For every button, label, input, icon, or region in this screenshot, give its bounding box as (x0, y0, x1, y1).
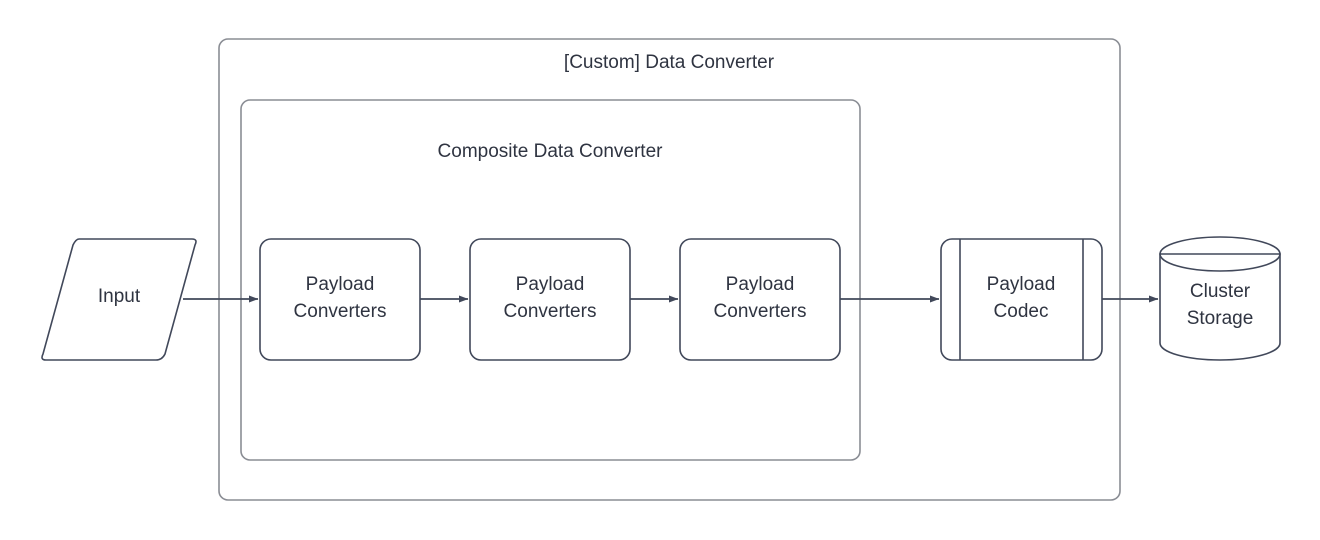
payload-converters-1-label-line1: Payload (306, 274, 375, 295)
payload-converters-1-box (259, 238, 421, 361)
payload-converters-3-label-line1: Payload (726, 274, 795, 295)
cluster-storage-body (1159, 253, 1281, 361)
node-payload-converters-1[interactable]: Payload Converters (259, 238, 421, 361)
composite-data-converter-label: Composite Data Converter (438, 141, 664, 162)
custom-data-converter-label: [Custom] Data Converter (564, 52, 775, 73)
cluster-storage-top-ellipse (1159, 236, 1281, 272)
node-payload-converters-3[interactable]: Payload Converters (679, 238, 841, 361)
cluster-storage-label-line1: Cluster (1190, 281, 1251, 302)
container-composite-data-converter[interactable]: Composite Data Converter (240, 99, 861, 461)
input-parallelogram (41, 238, 197, 361)
payload-converters-3-label-line2: Converters (714, 301, 807, 322)
custom-data-converter-box (218, 38, 1121, 501)
payload-codec-box (940, 238, 1103, 361)
container-custom-data-converter[interactable]: [Custom] Data Converter (218, 38, 1121, 501)
payload-converters-3-box (679, 238, 841, 361)
cluster-storage-label-line2: Storage (1187, 308, 1254, 329)
payload-converters-1-label-line2: Converters (294, 301, 387, 322)
node-cluster-storage[interactable]: Cluster Storage (1159, 236, 1281, 361)
input-label: Input (98, 286, 141, 307)
payload-codec-label-line2: Codec (994, 301, 1049, 322)
payload-converters-2-box (469, 238, 631, 361)
node-payload-codec[interactable]: Payload Codec (940, 238, 1103, 361)
payload-converters-2-label-line2: Converters (504, 301, 597, 322)
node-payload-converters-2[interactable]: Payload Converters (469, 238, 631, 361)
payload-converters-2-label-line1: Payload (516, 274, 585, 295)
composite-data-converter-box (240, 99, 861, 461)
node-input[interactable]: Input (41, 238, 197, 361)
payload-codec-label-line1: Payload (987, 274, 1056, 295)
